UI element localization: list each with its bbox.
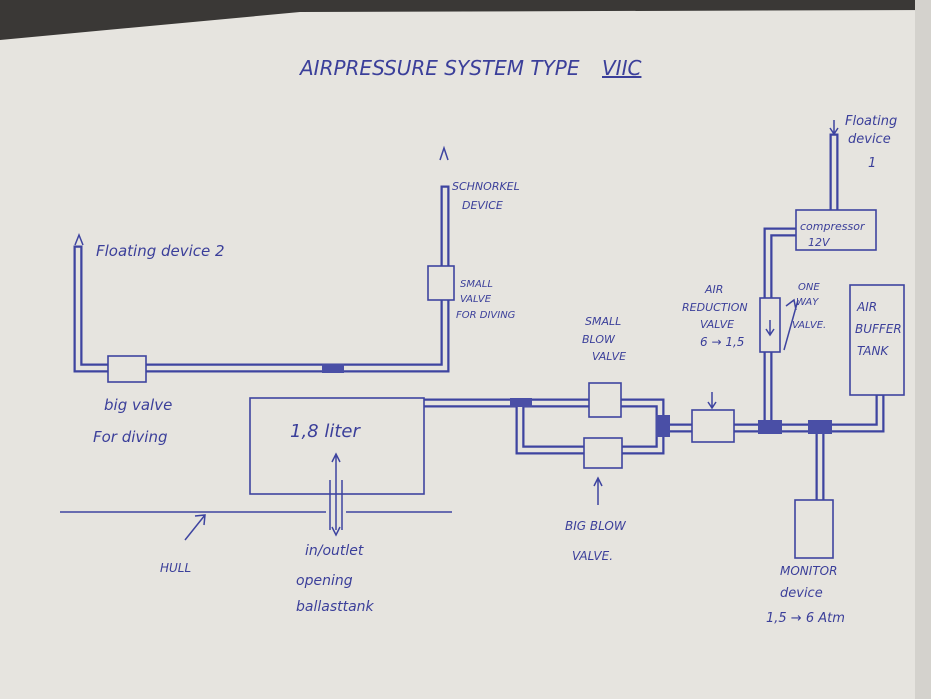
label-big-blow-valve: VALVE. — [572, 549, 613, 563]
label-air-buffer-tank: AIR — [856, 300, 877, 314]
label-air-reduction-valve: VALVE — [700, 318, 734, 331]
label-floating-device-1: 1 — [868, 156, 876, 171]
label-monitor-device: MONITOR — [780, 564, 837, 578]
big-valve-for-diving — [107, 355, 147, 383]
label-compressor: 12V — [808, 236, 831, 249]
label-one-way-valve: VALVE. — [792, 320, 826, 331]
label-big-valve-for-diving: big valve — [104, 396, 172, 414]
fitting-3 — [656, 415, 670, 437]
air-buffer-tank — [849, 284, 905, 396]
diagram-title-type: VIIC — [602, 56, 641, 80]
fitting-5 — [808, 420, 832, 434]
label-schnorkel-device: DEVICE — [462, 199, 503, 212]
label-floating-device-1: device — [848, 132, 891, 147]
air-reduction-valve — [691, 409, 735, 443]
small-blow-valve — [588, 382, 622, 418]
big-blow-valve — [583, 437, 623, 469]
label-small-blow-valve: BLOW — [582, 333, 616, 346]
label-monitor-device: device — [780, 586, 823, 601]
label-small-blow-valve: SMALL — [585, 315, 621, 328]
label-floating-device-2: Floating device 2 — [96, 242, 225, 260]
label-small-valve-for-diving: VALVE — [460, 294, 492, 305]
diagram-title: AIRPRESSURE SYSTEM TYPE — [298, 56, 580, 80]
label-schnorkel-device: SCHNORKEL — [452, 180, 520, 193]
monitor-device — [794, 499, 834, 559]
small-valve-for-diving — [427, 265, 455, 301]
t-fitting-2 — [510, 398, 532, 407]
ballast-air-tank — [249, 397, 425, 495]
label-hull: HULL — [160, 561, 191, 575]
label-floating-device-1: Floating — [845, 114, 897, 129]
label-small-valve-for-diving: FOR DIVING — [456, 310, 516, 321]
label-small-blow-valve: VALVE — [592, 350, 626, 363]
label-big-valve-for-diving: For diving — [93, 428, 168, 446]
label-air-reduction-valve: 6 → 1,5 — [700, 335, 744, 349]
label-inlet-outlet: ballasttank — [296, 599, 375, 615]
label-compressor: compressor — [800, 220, 866, 233]
fitting-4 — [758, 420, 782, 434]
compressor — [795, 209, 877, 251]
background-edge — [0, 0, 931, 40]
label-inlet-outlet: in/outlet — [305, 543, 364, 559]
label-one-way-valve: ONE — [798, 282, 820, 293]
label-one-way-valve: WAY — [796, 297, 819, 308]
label-air-reduction-valve: AIR — [704, 283, 723, 296]
label-air-buffer-tank: TANK — [857, 344, 889, 358]
label-big-blow-valve: BIG BLOW — [565, 519, 627, 533]
label-small-valve-for-diving: SMALL — [460, 279, 493, 290]
label-inlet-outlet: opening — [296, 573, 353, 589]
label-tank-volume: 1,8 liter — [290, 421, 361, 442]
label-air-reduction-valve: REDUCTION — [682, 301, 748, 314]
label-monitor-device: 1,5 → 6 Atm — [766, 611, 845, 626]
t-fitting — [322, 364, 344, 373]
label-air-buffer-tank: BUFFER — [855, 322, 902, 336]
